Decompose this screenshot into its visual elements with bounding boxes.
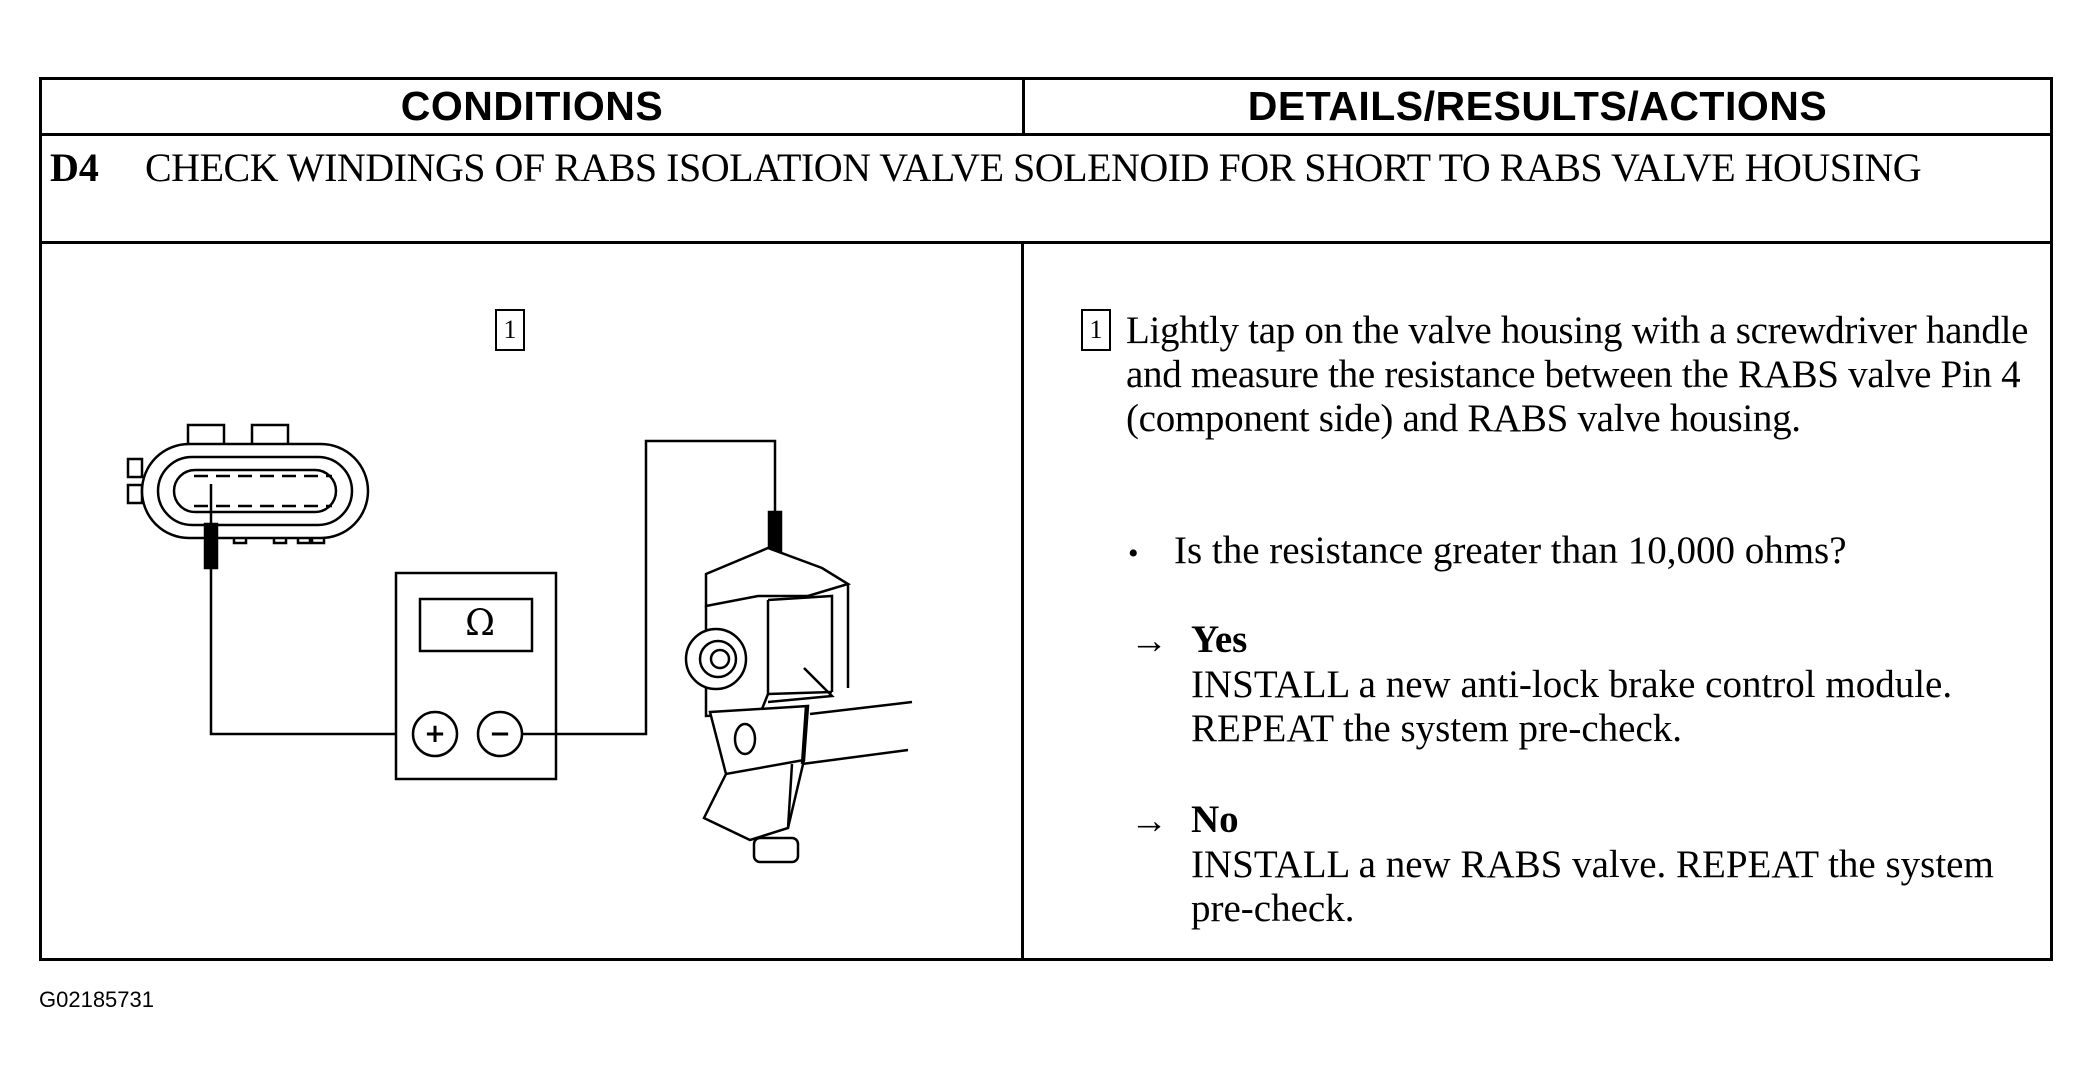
no-arrow-icon: → [1130, 800, 1168, 842]
step-title-row: D4 CHECK WINDINGS OF RABS ISOLATION VALV… [42, 136, 2050, 244]
ohm-symbol: Ω [465, 602, 495, 644]
minus-terminal-label: − [489, 719, 511, 749]
details-header: DETAILS/RESULTS/ACTIONS [1247, 83, 1828, 129]
yes-action: INSTALL a new anti-lock brake control mo… [1191, 663, 1953, 750]
step-code: D4 [50, 145, 99, 190]
question-text: Is the resistance greater than 10,000 oh… [1174, 529, 1847, 572]
diagram-step-marker: 1 [495, 309, 525, 351]
bullet-icon: • [1128, 537, 1139, 570]
ohmmeter-icon [394, 571, 558, 781]
no-label: No [1191, 798, 1239, 841]
yes-label: Yes [1191, 618, 1248, 661]
plus-terminal-label: + [424, 719, 446, 749]
details-step-marker: 1 [1081, 309, 1111, 351]
procedure-table: CONDITIONS DETAILS/RESULTS/ACTIONS D4 CH… [39, 77, 2053, 961]
step-body-row: 1 [42, 244, 2050, 958]
test-diagram: 1 [42, 244, 1021, 958]
rabs-valve-icon [684, 546, 913, 864]
instruction-text: Lightly tap on the valve housing with a … [1126, 309, 2029, 440]
conditions-header: CONDITIONS [42, 80, 1025, 133]
table-header-row: CONDITIONS DETAILS/RESULTS/ACTIONS [42, 80, 2050, 136]
wiring-illustration [126, 423, 913, 864]
figure-code: G02185731 [39, 987, 154, 1012]
yes-arrow-icon: → [1130, 620, 1168, 662]
step-title: CHECK WINDINGS OF RABS ISOLATION VALVE S… [145, 145, 1922, 190]
rabs-connector-icon [126, 423, 370, 545]
no-action: INSTALL a new RABS valve. REPEAT the sys… [1191, 843, 1994, 930]
left-probe-icon [203, 484, 397, 736]
column-divider [1021, 244, 1024, 958]
details-panel: 1 Lightly tap on the valve housing with … [1024, 244, 2050, 958]
